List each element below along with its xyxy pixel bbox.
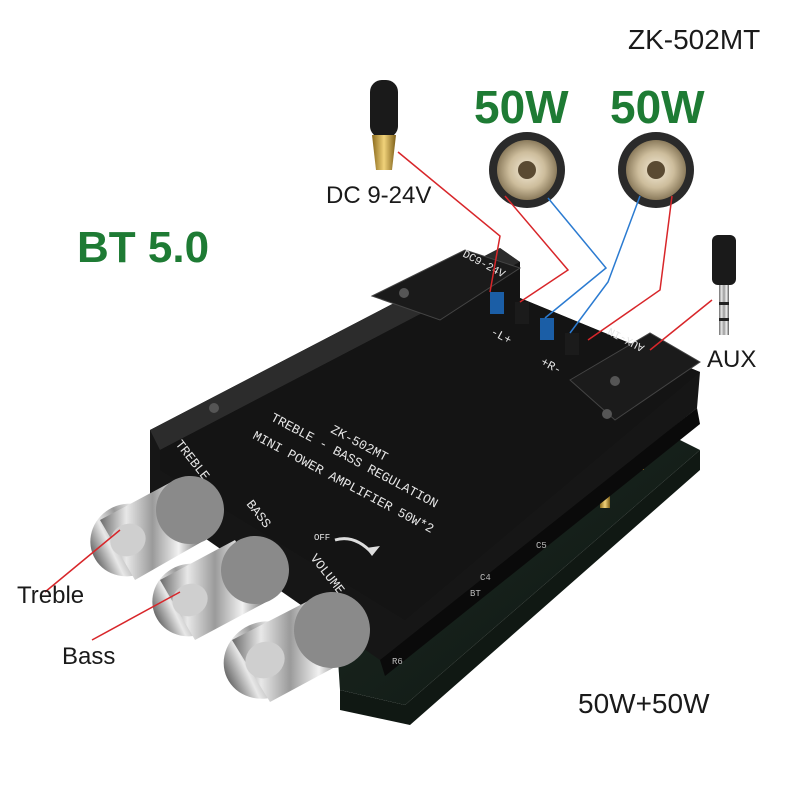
speaker-left-icon — [489, 132, 565, 208]
speaker-left-power: 50W — [474, 81, 569, 133]
speaker-right-power: 50W — [610, 81, 705, 133]
treble-label: Treble — [17, 582, 85, 609]
knob-bass[interactable] — [140, 525, 300, 649]
speaker-right-icon — [618, 132, 694, 208]
dc-input-label: DC 9-24V — [326, 182, 432, 209]
wires — [44, 151, 713, 641]
silk-bt: BT — [470, 589, 481, 599]
bluetooth-label: BT 5.0 — [77, 223, 210, 272]
silk-r6: R6 — [392, 657, 403, 667]
aux-jack-icon — [712, 235, 736, 335]
knob-treble[interactable] — [78, 465, 235, 589]
total-power-label: 50W+50W — [578, 688, 710, 719]
bass-label: Bass — [62, 643, 116, 670]
silk-c5: C5 — [536, 541, 547, 551]
knob-volume[interactable] — [211, 580, 383, 713]
volume-arrowhead-icon — [366, 546, 380, 556]
power-jack-icon — [370, 80, 398, 170]
top-panel — [150, 248, 701, 676]
aux-label: AUX — [707, 346, 757, 373]
volume-off-label: OFF — [314, 533, 330, 543]
model-label: ZK-502MT — [628, 24, 761, 55]
silk-c4: C4 — [480, 573, 491, 583]
